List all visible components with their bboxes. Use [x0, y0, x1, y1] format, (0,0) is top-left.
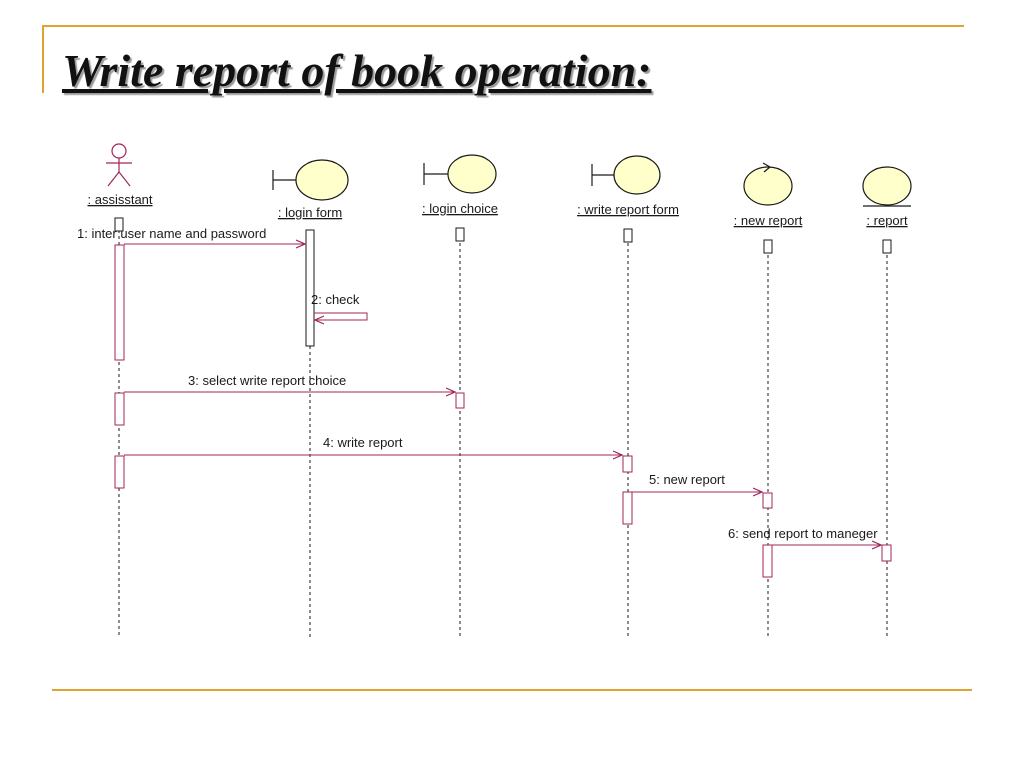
- message-5-label: 5: new report: [649, 472, 725, 487]
- activation-assistant-1: [114, 244, 125, 361]
- message-1-label: 1: inter user name and password: [77, 226, 266, 241]
- activation-login-form: [305, 229, 315, 347]
- slide-frame-top-line: [42, 25, 964, 27]
- object-name-new-report: : new report: [734, 213, 803, 228]
- start-marker-report: [882, 239, 892, 254]
- message-arrows: [124, 244, 881, 545]
- start-marker-new-report: [763, 239, 773, 254]
- entity-report-icon: [862, 166, 912, 207]
- object-name-report: : report: [866, 213, 908, 228]
- activation-login-choice: [455, 392, 465, 409]
- boundary-login-form-icon: [272, 159, 349, 201]
- boundary-write-report-form-icon: [591, 155, 661, 195]
- start-marker-write-report-form: [623, 228, 633, 243]
- activation-write-report-form-2: [622, 491, 633, 525]
- activation-assistant-2: [114, 392, 125, 426]
- activation-report: [881, 544, 892, 562]
- activation-new-report-1: [762, 492, 773, 509]
- slide-frame-left-line: [42, 25, 44, 93]
- object-name-login-form: : login form: [278, 205, 342, 220]
- start-marker-login-choice: [455, 227, 465, 242]
- lifeline-start-markers: [114, 217, 892, 254]
- slide-title: Write report of book operation:: [62, 45, 652, 96]
- message-3-label: 3: select write report choice: [188, 373, 346, 388]
- activation-bars: [114, 229, 892, 578]
- activation-new-report-2: [762, 544, 773, 578]
- message-4-label: 4: write report: [323, 435, 403, 450]
- message-6-label: 6: send report to maneger: [728, 526, 878, 541]
- object-name-write-report-form: : write report form: [577, 202, 679, 217]
- actor-assistant-icon: [106, 143, 132, 187]
- slide-frame-bottom-line: [52, 689, 972, 691]
- message-2-label: 2: check: [311, 292, 360, 307]
- object-name-login-choice: : login choice: [422, 201, 498, 216]
- start-marker-assistant: [114, 217, 124, 232]
- object-name-assistant: : assisstant: [87, 192, 152, 207]
- activation-write-report-form-1: [622, 455, 633, 473]
- activation-assistant-3: [114, 455, 125, 489]
- control-new-report-icon: [743, 162, 793, 206]
- boundary-login-choice-icon: [423, 154, 497, 194]
- message-2-self-arrow: [314, 312, 368, 320]
